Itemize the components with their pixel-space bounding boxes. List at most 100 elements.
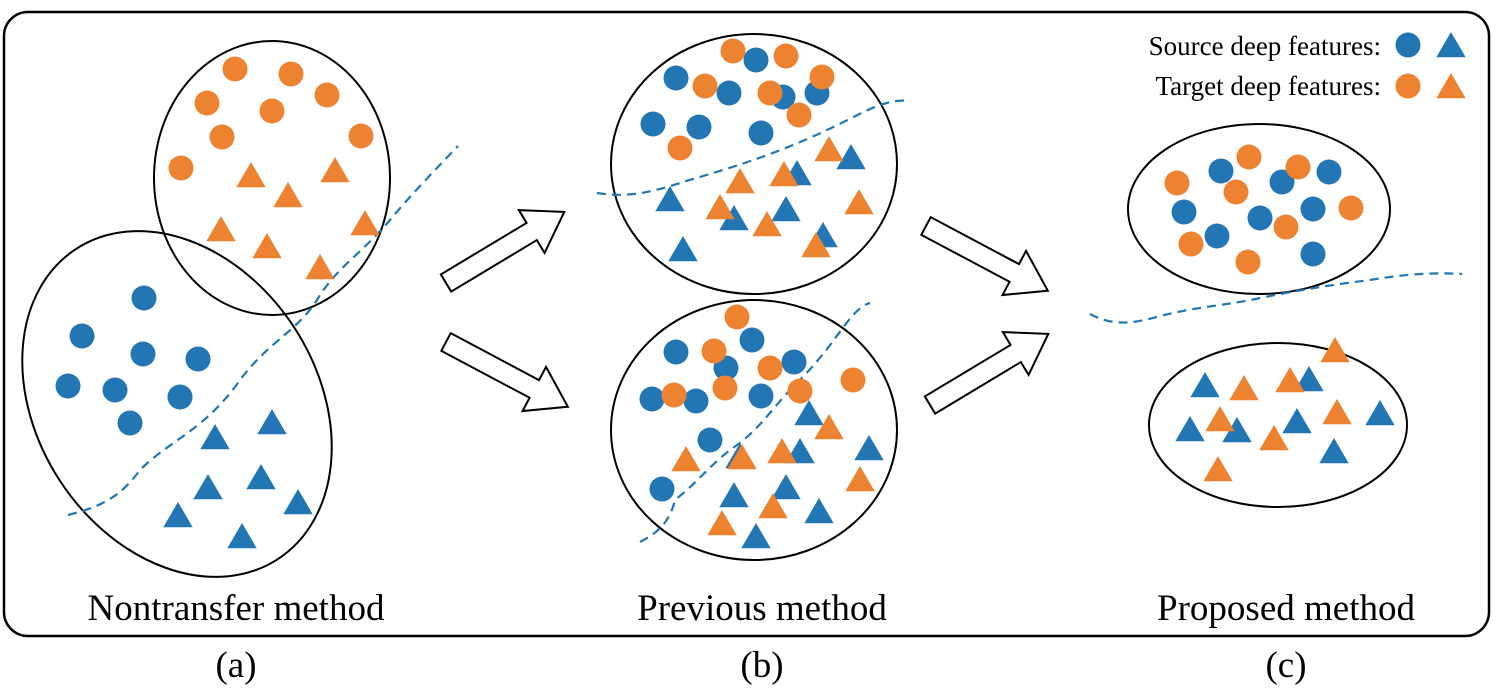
blue-circle-icon: [1316, 159, 1342, 185]
blue-triangle-icon: [854, 435, 884, 461]
blue-circle-icon: [649, 476, 675, 502]
orange-circle-icon: [724, 304, 750, 330]
blue-circle-icon: [1204, 223, 1230, 249]
blue-circle-icon: [185, 346, 211, 372]
arrow-a-to-b-top: [439, 208, 566, 293]
orange-triangle-icon: [206, 216, 236, 242]
arrow-b-bottom-to-c: [923, 330, 1050, 415]
blue-circle-icon: [639, 386, 665, 412]
orange-triangle-icon: [305, 254, 335, 280]
orange-circle-icon: [757, 80, 783, 106]
orange-triangle-icon: [814, 414, 844, 440]
orange-triangle-icon: [705, 194, 735, 220]
blue-triangle-icon: [1436, 32, 1466, 58]
orange-triangle-icon: [1436, 73, 1466, 99]
blue-triangle-icon: [719, 205, 749, 231]
orange-circle-icon: [1178, 231, 1204, 257]
legend-source-label: Source deep features:: [1149, 31, 1381, 61]
orange-circle-icon: [348, 123, 374, 149]
orange-circle-icon: [720, 38, 746, 64]
orange-triangle-icon: [252, 233, 282, 259]
panel-b-bottom-ellipse: [610, 299, 898, 561]
orange-triangle-icon: [1229, 375, 1259, 401]
blue-triangle-icon: [1319, 438, 1349, 464]
panel-c-title: Proposed method: [1157, 588, 1415, 629]
blue-circle-icon: [1171, 199, 1197, 225]
blue-circle-icon: [697, 427, 723, 453]
orange-circle-icon: [773, 43, 799, 69]
orange-circle-icon: [1338, 195, 1364, 221]
orange-circle-icon: [840, 367, 866, 393]
panel-a-boundary: [67, 145, 459, 517]
blue-triangle-icon: [1175, 416, 1205, 442]
orange-triangle-icon: [845, 466, 875, 492]
orange-circle-icon: [701, 338, 727, 364]
orange-circle-icon: [1395, 73, 1421, 99]
orange-triangle-icon: [1322, 399, 1352, 425]
orange-triangle-icon: [752, 211, 782, 237]
blue-circle-icon: [167, 384, 193, 410]
legend-target-label: Target deep features:: [1156, 71, 1382, 101]
blue-circle-icon: [1269, 169, 1295, 195]
blue-circle-icon: [743, 47, 769, 73]
orange-triangle-icon: [844, 189, 874, 215]
blue-circle-icon: [131, 285, 157, 311]
orange-triangle-icon: [801, 232, 831, 258]
orange-circle-icon: [209, 124, 235, 150]
blue-triangle-icon: [1222, 417, 1252, 443]
blue-circle-icon: [781, 349, 807, 375]
blue-triangle-icon: [655, 186, 685, 212]
feature-markers: [55, 38, 1395, 549]
orange-triangle-icon: [671, 446, 701, 472]
blue-circle-icon: [102, 377, 128, 403]
orange-circle-icon: [259, 98, 285, 124]
blue-circle-icon: [640, 111, 666, 137]
orange-circle-icon: [1273, 214, 1299, 240]
blue-triangle-icon: [836, 144, 866, 170]
panel-a-target-ellipse: [153, 40, 391, 316]
blue-triangle-icon: [257, 409, 287, 435]
orange-triangle-icon: [725, 168, 755, 194]
blue-circle-icon: [117, 410, 143, 436]
orange-triangle-icon: [350, 210, 380, 236]
orange-triangle-icon: [707, 510, 737, 536]
panel-c-boundary: [1089, 272, 1463, 324]
orange-circle-icon: [757, 355, 783, 381]
panel-b-top-ellipse: [610, 33, 898, 295]
orange-triangle-icon: [1205, 406, 1235, 432]
orange-circle-icon: [661, 382, 687, 408]
legend: Source deep features: Target deep featur…: [1149, 31, 1466, 101]
legend-markers: [1395, 32, 1466, 99]
outer-frame: [2, 10, 1491, 638]
blue-triangle-icon: [771, 474, 801, 500]
orange-triangle-icon: [320, 157, 350, 183]
blue-circle-icon: [748, 383, 774, 409]
blue-triangle-icon: [283, 489, 313, 515]
orange-triangle-icon: [236, 162, 266, 188]
panel-b-title: Previous method: [637, 588, 887, 629]
blue-circle-icon: [748, 120, 774, 146]
panel-b-bottom-boundary: [639, 301, 871, 543]
blue-circle-icon: [69, 323, 95, 349]
decision-boundaries: [67, 99, 1463, 543]
orange-triangle-icon: [767, 438, 797, 464]
blue-circle-icon: [1300, 241, 1326, 267]
arrow-b-top-to-c: [919, 215, 1050, 297]
blue-triangle-icon: [200, 424, 230, 450]
blue-triangle-icon: [794, 400, 824, 426]
blue-circle-icon: [663, 339, 689, 365]
blue-circle-icon: [716, 80, 742, 106]
blue-triangle-icon: [1190, 372, 1220, 398]
orange-circle-icon: [809, 64, 835, 90]
panel-a-source-ellipse: [21, 230, 333, 578]
blue-circle-icon: [1247, 205, 1273, 231]
blue-circle-icon: [1395, 32, 1421, 58]
orange-circle-icon: [1223, 179, 1249, 205]
orange-triangle-icon: [273, 182, 303, 208]
orange-triangle-icon: [1275, 367, 1305, 393]
orange-circle-icon: [712, 375, 738, 401]
arrow-a-to-b-bottom: [439, 331, 570, 413]
orange-triangle-icon: [758, 493, 788, 519]
blue-circle-icon: [1300, 196, 1326, 222]
